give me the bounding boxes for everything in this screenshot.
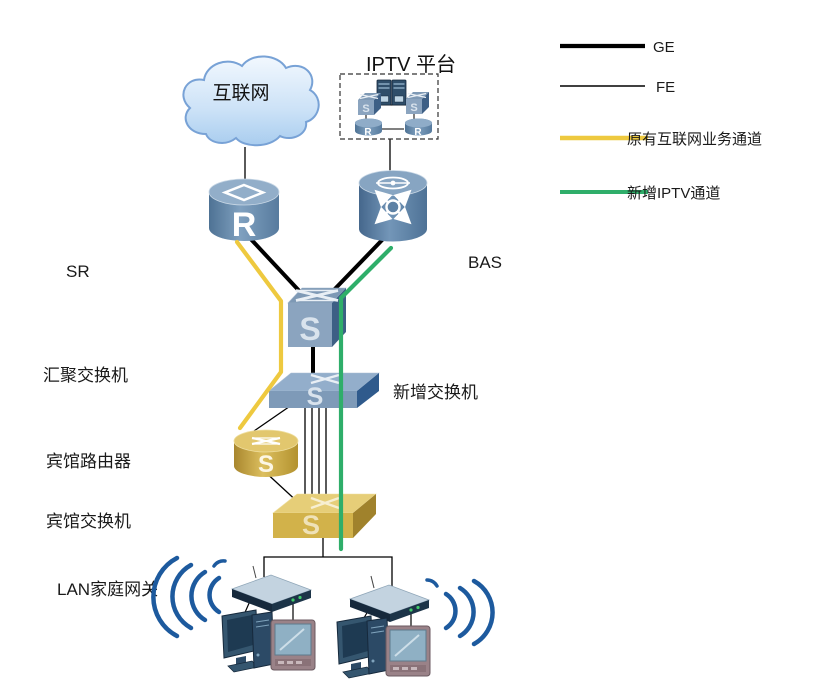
iptv-platform-box: IPTV 平台 S S [339, 53, 456, 140]
legend-ge-label: GE [653, 39, 675, 56]
switch-x-icon [310, 373, 340, 385]
fe-links-new-switch-hotel-switch [304, 407, 327, 501]
iptv-platform-title: IPTV 平台 [366, 53, 456, 76]
switch-x-icon [310, 496, 340, 510]
hotel-switch-label: 宾馆交换机 [46, 512, 131, 531]
sr-router: R [208, 178, 280, 244]
crossed-arrows-icon [374, 189, 412, 225]
wifi-waves-left-icon [151, 555, 227, 639]
iptv-router-left: R [355, 118, 382, 138]
iptv-router-right: R [405, 118, 432, 138]
sr-router-letter: R [232, 206, 257, 244]
switch-letter: S [299, 311, 320, 347]
fe-link-hotel-switch-gateways [263, 537, 393, 587]
svg-text:S: S [362, 103, 369, 115]
bas-label: BAS [468, 253, 502, 272]
legend: GE FE 原有互联网业务通道 新增IPTV通道 [560, 39, 762, 202]
tv-icon [270, 619, 316, 671]
svg-text:R: R [414, 127, 422, 138]
pc-tv-right [336, 615, 431, 679]
ge-link-bas-agg-switch [328, 234, 388, 296]
legend-fe-label: FE [656, 79, 675, 96]
new-iptv-channel-line [338, 245, 394, 552]
hotel-switch: S [272, 493, 377, 540]
internet-cloud: 互联网 [182, 55, 320, 147]
home-gateway-right [349, 575, 430, 623]
legend-yellow-label: 原有互联网业务通道 [627, 131, 762, 148]
sr-label: SR [66, 262, 90, 281]
legacy-internet-channel-line [234, 239, 284, 431]
switch-letter: S [307, 383, 324, 411]
hotel-router: S [233, 429, 299, 478]
switch-x-icon [251, 436, 281, 446]
bas-router [358, 170, 428, 242]
agg-switch-label: 汇聚交换机 [43, 366, 128, 385]
svg-text:R: R [364, 127, 372, 138]
router-diamond-icon [221, 183, 267, 202]
legend-green-label: 新增IPTV通道 [627, 185, 720, 202]
svg-text:S: S [410, 102, 417, 114]
switch-letter: S [302, 510, 320, 540]
disc-icon [376, 176, 410, 190]
iptv-server [376, 79, 407, 106]
lan-gateway-label: LAN家庭网关 [57, 580, 158, 599]
aggregation-switch: S [287, 287, 347, 347]
new-switch: S [268, 372, 380, 411]
pc-tv-left [221, 609, 316, 673]
internet-label: 互联网 [212, 82, 269, 104]
iptv-switch-left: S [358, 93, 381, 115]
hotel-router-label: 宾馆路由器 [46, 452, 131, 471]
wifi-waves-right-icon [425, 578, 495, 647]
home-gateway-left [230, 565, 313, 612]
switch-x-icon [295, 289, 339, 302]
desktop-pc-icon [221, 609, 275, 673]
cloud-shape [182, 55, 320, 147]
new-switch-label: 新增交换机 [393, 383, 478, 402]
iptv-switch-right: S [406, 92, 429, 114]
switch-letter: S [258, 451, 274, 478]
ge-link-sr-agg-switch [245, 233, 306, 298]
